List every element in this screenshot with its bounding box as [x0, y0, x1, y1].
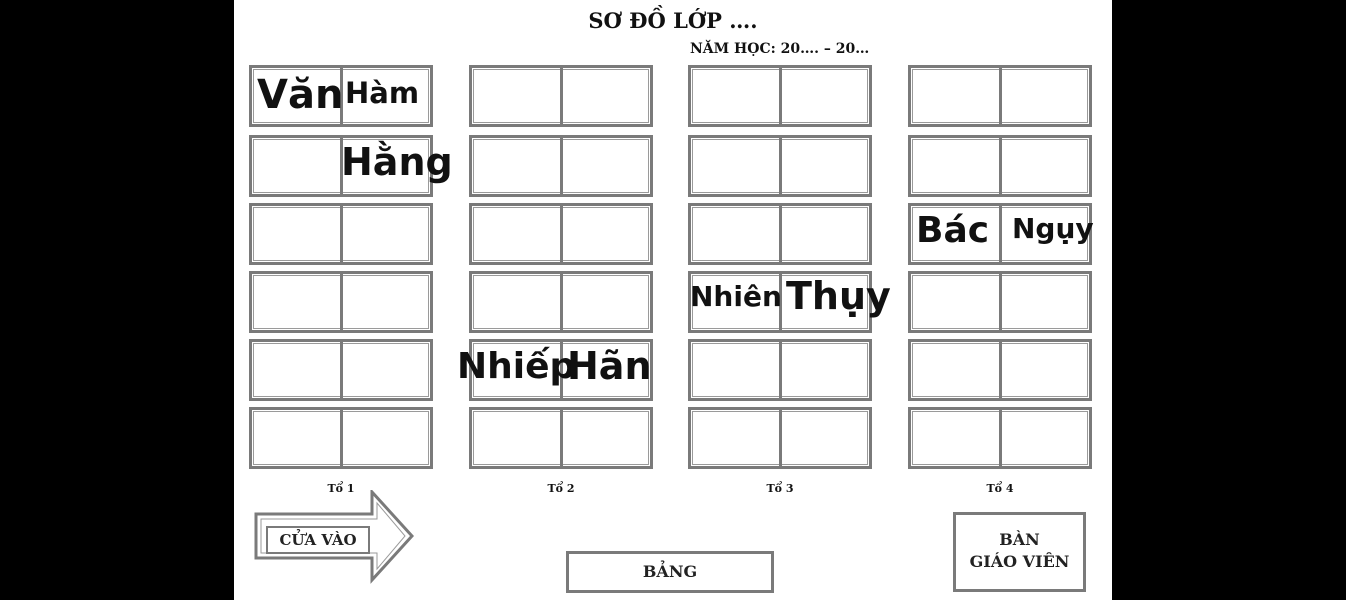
desk-divider [560, 342, 563, 398]
desk [469, 65, 653, 127]
desk-divider [340, 274, 343, 330]
desk-divider [999, 274, 1002, 330]
desk-divider [560, 274, 563, 330]
group-label: Tổ 4 [986, 482, 1014, 495]
board: BẢNG [566, 551, 774, 593]
desk [908, 135, 1092, 197]
desk-divider [560, 206, 563, 262]
desk-divider [779, 206, 782, 262]
desk [688, 407, 872, 469]
desk-divider [999, 342, 1002, 398]
desk [469, 339, 653, 401]
desk [249, 271, 433, 333]
desk-divider [779, 68, 782, 124]
desk [469, 271, 653, 333]
desk [249, 407, 433, 469]
entrance-arrow-icon [254, 490, 414, 584]
desk [469, 135, 653, 197]
entrance-label: CỬA VÀO [266, 526, 370, 554]
desk [688, 135, 872, 197]
desk-divider [999, 138, 1002, 194]
teacher-desk-line2: GIÁO VIÊN [969, 552, 1070, 571]
student-name: Thụy [786, 274, 891, 318]
desk [688, 203, 872, 265]
desk-divider [779, 342, 782, 398]
desk-divider [999, 206, 1002, 262]
desk-divider [779, 410, 782, 466]
teacher-desk: BÀN GIÁO VIÊN [953, 512, 1086, 592]
desk [249, 135, 433, 197]
group-label: Tổ 1 [327, 482, 355, 495]
desk [688, 271, 872, 333]
student-name: Ngụy [1012, 212, 1094, 245]
desk [688, 339, 872, 401]
student-name: Hằng [341, 140, 453, 184]
desk-divider [340, 342, 343, 398]
desk-divider [340, 410, 343, 466]
desk [249, 65, 433, 127]
desk [908, 203, 1092, 265]
student-name: Nhiên [690, 280, 782, 313]
desk [688, 65, 872, 127]
chart-title: SƠ ĐỒ LỚP …. [588, 8, 758, 33]
student-name: Nhiếp [457, 346, 576, 387]
desk [908, 407, 1092, 469]
desk [908, 271, 1092, 333]
student-name: Hãn [567, 344, 652, 388]
desk-divider [999, 68, 1002, 124]
desk [469, 407, 653, 469]
school-year: NĂM HỌC: 20…. – 20… [690, 41, 870, 57]
desk-divider [560, 68, 563, 124]
desk [249, 339, 433, 401]
desk-divider [560, 138, 563, 194]
desk-divider [560, 410, 563, 466]
desk [249, 203, 433, 265]
desk-divider [999, 410, 1002, 466]
desk [469, 203, 653, 265]
desk-divider [779, 138, 782, 194]
desk-divider [340, 68, 343, 124]
desk-divider [779, 274, 782, 330]
group-label: Tổ 3 [766, 482, 794, 495]
board-label: BẢNG [642, 562, 698, 581]
student-name: Văn [257, 72, 344, 118]
desk-divider [340, 138, 343, 194]
desk [908, 65, 1092, 127]
desk [908, 339, 1092, 401]
teacher-desk-line1: BÀN [999, 530, 1040, 549]
student-name: Hàm [345, 76, 420, 110]
desk-divider [340, 206, 343, 262]
student-name: Bác [916, 210, 990, 251]
group-label: Tổ 2 [547, 482, 575, 495]
